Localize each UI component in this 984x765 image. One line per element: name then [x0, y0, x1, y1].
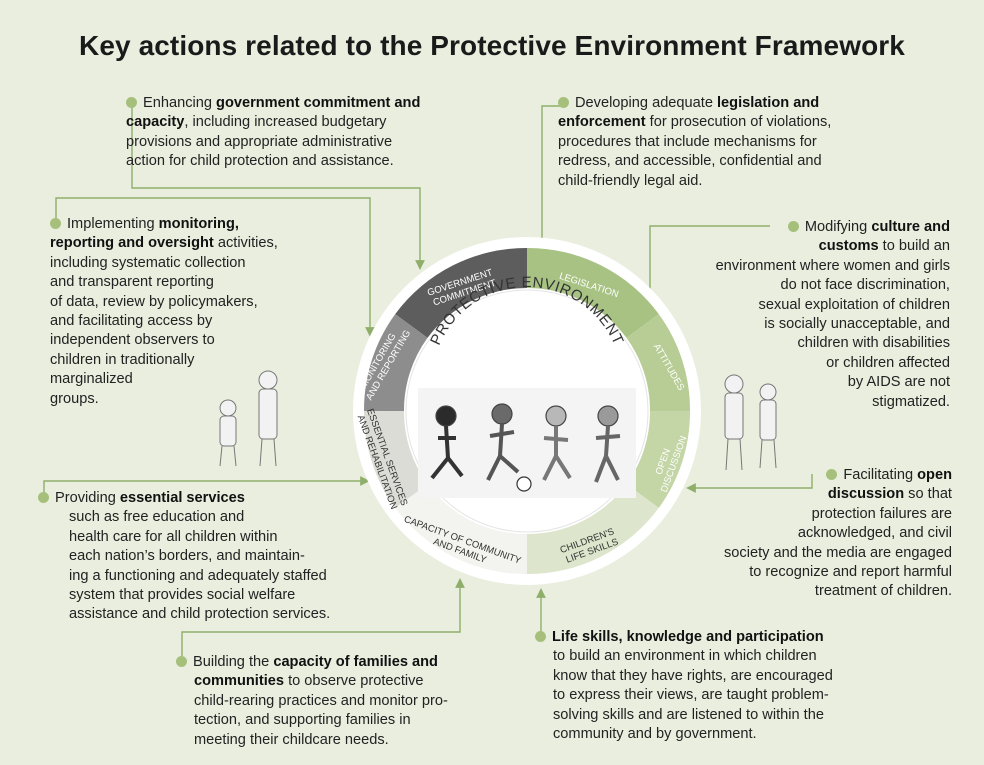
connector-monitoring: [55, 197, 375, 337]
block-life-skills-line-5: community and by government.: [553, 726, 757, 743]
block-services-line-2: health care for all children within: [69, 528, 278, 545]
block-families-line-1: communities to observe protective: [194, 673, 424, 690]
block-government-line-1: capacity, including increased budgetary: [126, 114, 387, 131]
block-culture-line-6: children with disabilities: [797, 335, 951, 352]
bullet-icon: [535, 631, 546, 642]
bullet-icon: [826, 469, 838, 480]
block-monitoring-line-7: children in traditionally: [50, 351, 195, 368]
block-open-discussion-line-6: treatment of children.: [814, 583, 952, 600]
block-monitoring-line-5: and facilitating access by: [50, 313, 213, 330]
block-culture-line-0: Modifying culture and: [600, 218, 950, 237]
block-legislation: Developing adequate legislation and enfo…: [558, 94, 918, 191]
block-life-skills-line-3: to express their views, are taught probl…: [553, 687, 829, 704]
block-government-line-3: action for child protection and assistan…: [126, 153, 394, 170]
block-culture-line-8: by AIDS are not: [847, 374, 950, 391]
ball: [516, 476, 532, 492]
bullet-icon: [787, 221, 799, 232]
connector-services: [43, 476, 370, 497]
block-government-line-0: Enhancing government commitment and: [126, 94, 466, 113]
block-services: Providing essential services such as fre…: [38, 489, 388, 625]
child-figure-3: [542, 405, 572, 481]
block-culture-line-4: sexual exploitation of children: [758, 296, 950, 313]
block-legislation-line-4: child-friendly legal aid.: [558, 172, 703, 189]
block-life-skills-line-2: know that they have rights, are encourag…: [553, 667, 833, 684]
segment-legislation: [527, 247, 659, 338]
segment-attitudes: [626, 314, 691, 411]
block-government: Enhancing government commitment and capa…: [126, 94, 466, 172]
block-services-line-5: system that provides social welfare: [69, 587, 296, 604]
connector-lines: [43, 105, 813, 661]
block-families-line-3: tection, and supporting families in: [194, 712, 411, 729]
block-monitoring-line-3: and transparent reporting: [50, 274, 214, 291]
block-culture-line-3: do not face discrimination,: [780, 277, 950, 294]
block-families-line-2: child-rearing practices and monitor pro-: [194, 692, 448, 709]
bullet-icon: [558, 97, 569, 108]
block-legislation-line-3: redress, and accessible, confidential an…: [558, 153, 822, 170]
block-life-skills-line-0: Life skills, knowledge and participation: [535, 628, 865, 647]
segment-community: [395, 484, 527, 575]
connector-legislation: [537, 105, 565, 252]
block-monitoring-line-6: independent observers to: [50, 332, 215, 349]
block-services-line-1: such as free education and: [69, 509, 245, 526]
block-open-discussion-line-2: protection failures are: [811, 505, 952, 522]
block-culture-line-2: environment where women and girls: [715, 257, 950, 274]
block-open-discussion-line-1: discussion so that: [827, 486, 952, 503]
block-families-line-4: meeting their childcare needs.: [194, 731, 389, 748]
block-government-line-2: provisions and appropriate administrativ…: [126, 133, 393, 150]
block-legislation-line-0: Developing adequate legislation and: [558, 94, 918, 113]
right-children-sketch: [724, 374, 777, 471]
block-open-discussion-line-5: to recognize and report harmful: [749, 564, 952, 581]
block-monitoring-line-0: Implementing monitoring,: [50, 215, 360, 234]
block-culture-line-5: is socially unacceptable, and: [764, 316, 950, 333]
block-legislation-line-2: procedures that include mechanisms for: [558, 133, 817, 150]
block-services-line-3: each nation’s borders, and maintain-: [69, 548, 305, 565]
block-families: Building the capacity of families and co…: [176, 653, 506, 750]
bullet-icon: [126, 97, 137, 108]
segment-government: [395, 247, 527, 338]
block-monitoring-line-2: including systematic collection: [50, 254, 246, 271]
block-life-skills-line-4: solving skills and are listened to withi…: [553, 706, 824, 723]
block-legislation-line-1: enforcement for prosecution of violation…: [558, 114, 832, 131]
segment-open-discussion: [626, 411, 691, 508]
connector-families: [181, 578, 465, 661]
block-open-discussion-line-0: Facilitating open: [660, 466, 952, 485]
block-monitoring-line-8: marginalized: [50, 371, 133, 388]
block-culture-line-9: stigmatized.: [872, 393, 950, 410]
block-life-skills-line-1: to build an environment in which childre…: [553, 648, 817, 665]
block-monitoring: Implementing monitoring, reporting and o…: [50, 215, 360, 409]
block-families-line-0: Building the capacity of families and: [176, 653, 506, 672]
child-figure-4: [594, 405, 621, 483]
child-figure-1: [430, 405, 464, 480]
connector-culture: [645, 225, 770, 304]
bullet-icon: [176, 656, 187, 667]
block-open-discussion: Facilitating open discussion so that pro…: [660, 466, 952, 602]
block-monitoring-line-9: groups.: [50, 390, 99, 407]
segment-life-skills: [527, 484, 659, 575]
page-title: Key actions related to the Protective En…: [79, 30, 905, 61]
block-services-line-4: ing a functioning and adequately staffed: [69, 567, 327, 584]
block-open-discussion-line-4: society and the media are engaged: [724, 544, 952, 561]
block-life-skills: Life skills, knowledge and participation…: [535, 628, 865, 744]
segment-services: [363, 411, 428, 508]
children-playing-illustration: [418, 388, 636, 498]
block-culture: Modifying culture and customs to build a…: [600, 218, 950, 412]
block-culture-line-1: customs to build an: [818, 238, 950, 255]
block-services-line-6: assistance and child protection services…: [69, 606, 331, 623]
left-children-sketch: [219, 370, 278, 467]
bullet-icon: [50, 218, 61, 229]
block-services-line-0: Providing essential services: [38, 489, 388, 508]
bullet-icon: [38, 492, 49, 503]
block-monitoring-line-4: of data, review by policymakers,: [50, 293, 258, 310]
connector-government: [131, 106, 425, 270]
segment-monitoring: [363, 314, 428, 411]
connector-open-discussion: [686, 474, 813, 493]
block-culture-line-7: or children affected: [826, 354, 950, 371]
block-monitoring-line-1: reporting and oversight activities,: [50, 235, 278, 252]
child-figure-2: [486, 403, 520, 481]
block-open-discussion-line-3: acknowledged, and civil: [797, 525, 952, 542]
